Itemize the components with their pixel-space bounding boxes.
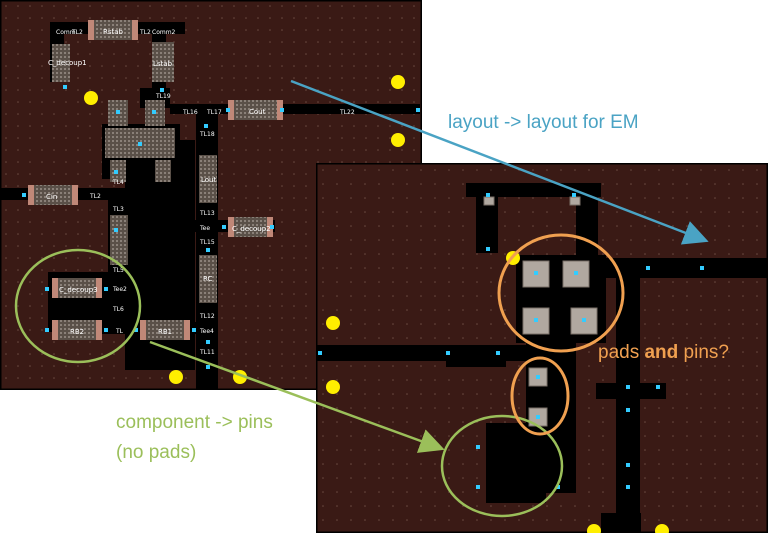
label-tl13: TL13: [199, 210, 215, 217]
component-pins-line1: component -> pins: [116, 412, 273, 433]
label-tl16: TL16: [182, 109, 198, 116]
label-rstab: Rstab: [103, 28, 124, 36]
label-c-decoup2: C_decoup2: [232, 225, 271, 233]
component-lout[interactable]: Lout: [199, 155, 217, 203]
label-tee: Tee: [199, 225, 210, 232]
label-rb1: RB1: [158, 328, 172, 336]
component-lstab[interactable]: Lstab: [152, 42, 174, 82]
label-cout: Cout: [249, 108, 266, 116]
label-tl11: TL11: [199, 349, 215, 356]
component-c-decoup2[interactable]: C_decoup2: [228, 217, 273, 237]
label-tl17: TL17: [206, 109, 222, 116]
label-tl5: TL5: [112, 267, 124, 274]
label-tee2: Tee2: [112, 286, 127, 293]
component-c-decoup3[interactable]: C_decoup3: [52, 278, 102, 298]
label-rc: RC: [203, 275, 213, 283]
label-lstab: Lstab: [153, 60, 173, 68]
label-tl4: TL4: [112, 179, 124, 186]
label-tl6: TL6: [112, 306, 124, 313]
label-tee4: Tee4: [199, 328, 214, 335]
label-c-decoup3: C_decoup3: [59, 286, 98, 294]
label-tl15: TL15: [199, 239, 215, 246]
component-cin[interactable]: Cin: [28, 185, 78, 205]
label-tl-mid: TL: [115, 328, 124, 335]
component-tl3-line[interactable]: [110, 215, 128, 265]
label-tl18: TL18: [199, 131, 215, 138]
layout-to-em-annotation: layout -> layout for EM: [448, 112, 639, 133]
component-c-decoup1[interactable]: C_decoup1: [48, 44, 87, 82]
label-rb2: RB2: [70, 328, 84, 336]
label-tl3: TL3: [112, 206, 124, 213]
component-rb1[interactable]: RB1: [140, 320, 190, 340]
pads-text: pads: [598, 342, 645, 363]
label-tl19: TL19: [155, 93, 171, 100]
label-tl12: TL12: [199, 313, 215, 320]
label-tl2-top2: TL2: [139, 29, 151, 36]
label-tl22: TL22: [339, 109, 355, 116]
component-pins-line2: (no pads): [116, 442, 197, 463]
pins-question-text: pins?: [678, 342, 729, 363]
component-cout[interactable]: Cout: [228, 100, 283, 120]
component-rc[interactable]: RC: [199, 255, 217, 303]
label-tl2-top: TL2: [71, 29, 83, 36]
label-c-decoup1: C_decoup1: [48, 59, 87, 67]
label-comm2: Comm2: [152, 29, 176, 36]
pads-and-bold-text: and: [644, 342, 679, 363]
component-rstab[interactable]: Rstab: [88, 20, 138, 40]
label-lout: Lout: [201, 176, 216, 184]
label-comm1: Comm: [56, 29, 76, 36]
label-cin: Cin: [46, 193, 57, 201]
component-rb2[interactable]: RB2: [52, 320, 102, 340]
pads-and-pins-annotation: pads and pins?: [598, 341, 729, 365]
label-tl2: TL2: [89, 193, 101, 200]
component-pins-annotation: component -> pins (no pads): [116, 411, 273, 465]
